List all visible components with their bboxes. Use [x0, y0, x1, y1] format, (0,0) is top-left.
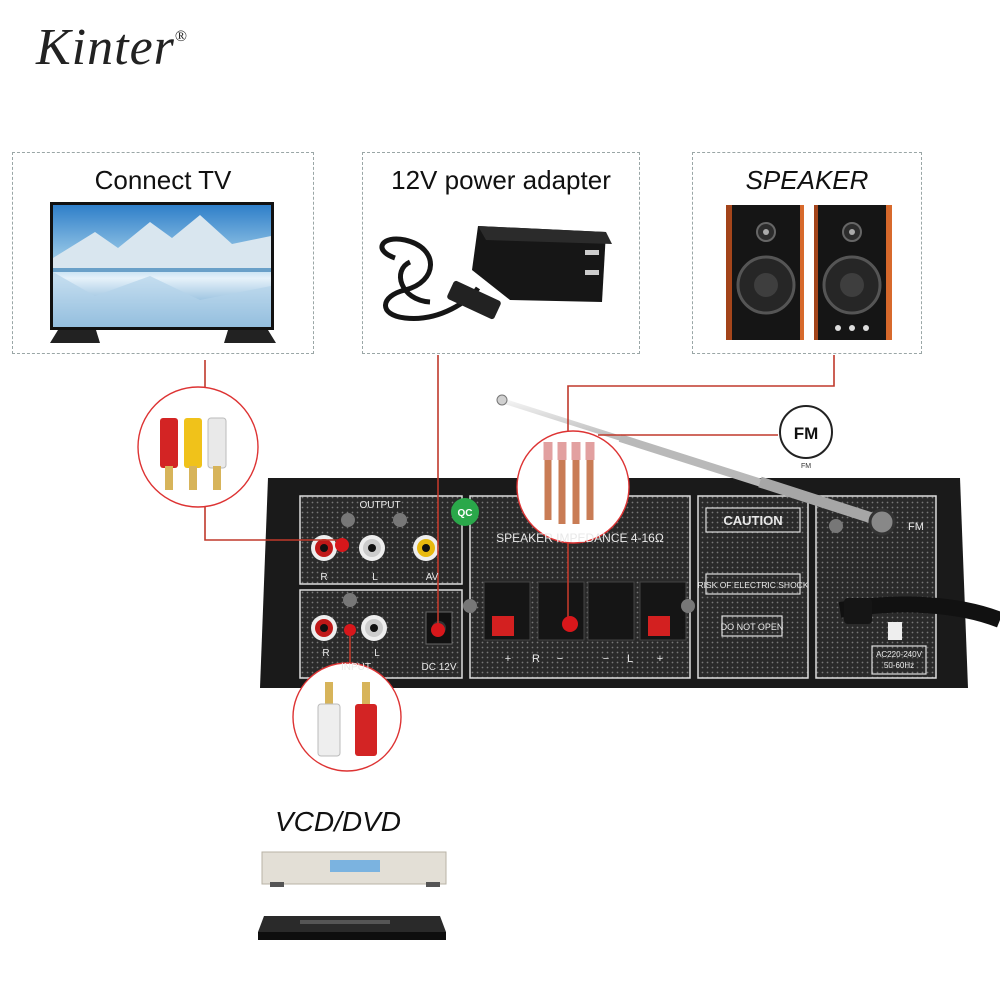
vcd-dvd-label: VCD/DVD [275, 806, 402, 837]
power-rating-2: 50-60Hz [884, 661, 914, 670]
rca-cable-magnifier-input [292, 662, 402, 772]
output-port-av: AV [426, 572, 439, 583]
input-port-r: R [322, 648, 329, 659]
fm-port-label: FM [908, 521, 924, 533]
brand-logo: Kinter® [36, 18, 188, 77]
rca-cable-magnifier-tv [137, 386, 259, 508]
fm-badge-label: FM [794, 424, 819, 443]
antenna-illustration [496, 394, 896, 536]
terminal-label-2: R [532, 653, 540, 665]
panel-label-tv: Connect TV [94, 165, 232, 195]
output-connector-dot [335, 538, 349, 552]
registered-mark: ® [174, 28, 189, 45]
terminal-label-5: L [627, 653, 633, 665]
speaker-wire-magnifier [516, 430, 630, 544]
speaker-connector-dot [562, 616, 578, 632]
risk-label: RISK OF ELECTRIC SHOCK [698, 580, 809, 590]
speakers-illustration [726, 205, 892, 340]
brand-name: Kinter [36, 19, 175, 76]
output-port-l: L [372, 572, 378, 583]
power-rating-1: AC220-240V [876, 650, 922, 659]
vcd-player-illustration [261, 851, 447, 887]
panel-label-power: 12V power adapter [391, 165, 611, 195]
dc-connector-dot [431, 623, 445, 637]
input-label: INPUT [341, 662, 371, 673]
dvd-player-illustration [258, 916, 446, 940]
input-connector-dot [344, 624, 356, 636]
qc-badge-text: QC [458, 508, 473, 519]
input-port-l: L [374, 648, 380, 659]
caution-label: CAUTION [723, 513, 782, 528]
terminal-label-1: + [505, 653, 511, 665]
power-adapter-illustration [379, 226, 612, 321]
fm-badge-sub: FM [801, 463, 811, 470]
terminal-label-3: − [557, 653, 563, 665]
speaker-impedance-label: SPEAKER IMPEDANCE 4-16Ω [496, 531, 664, 545]
fm-badge [779, 405, 833, 459]
output-port-r: R [320, 572, 327, 583]
dc-label: DC 12V [421, 662, 456, 673]
terminal-label-4: − [603, 653, 609, 665]
terminal-label-6: + [657, 653, 663, 665]
panel-label-speaker: SPEAKER [745, 165, 869, 195]
do-not-open-label: DO NOT OPEN [721, 622, 784, 632]
tv-illustration [50, 202, 276, 343]
output-label: OUTPUT [359, 500, 400, 511]
